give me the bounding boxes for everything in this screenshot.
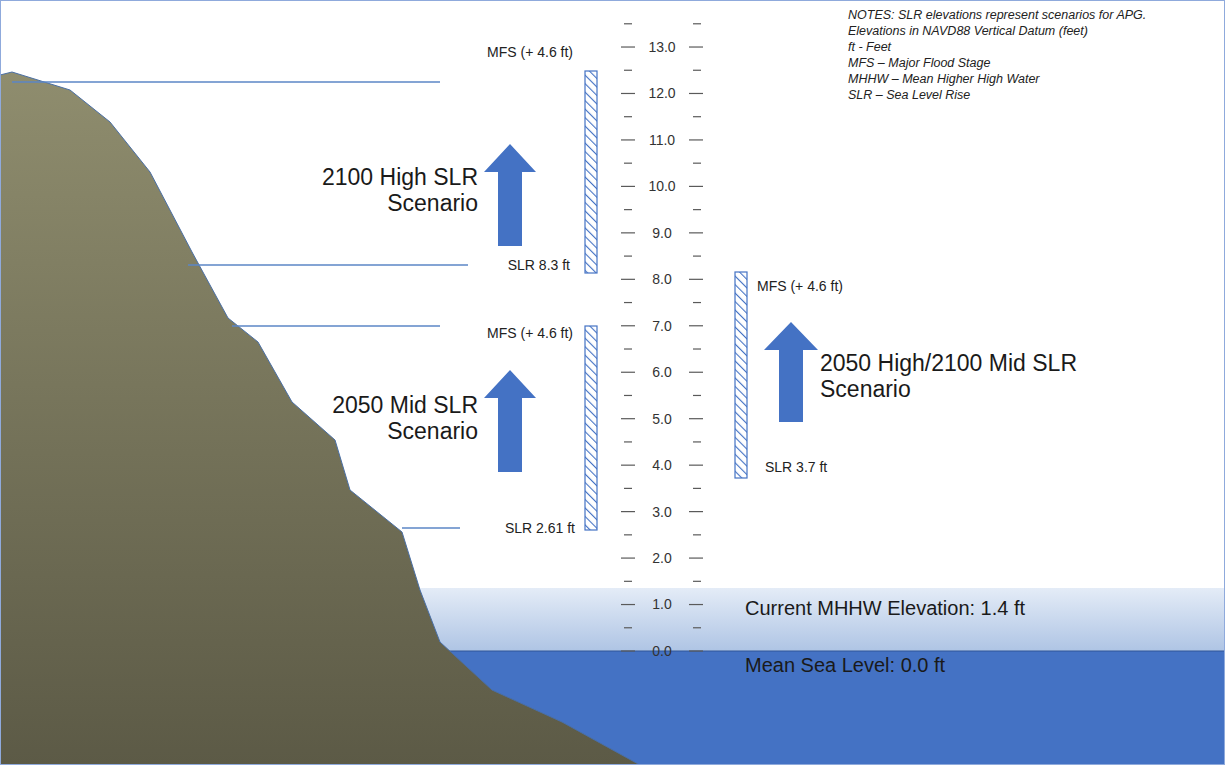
tick-mark <box>693 441 701 442</box>
note-text: Elevations in NAVD88 Vertical Datum (fee… <box>848 24 1088 38</box>
tick-mark <box>624 209 632 210</box>
scale-value: 9.0 <box>652 225 671 241</box>
scale-value: 7.0 <box>652 318 671 334</box>
scale-value: 10.0 <box>648 178 675 194</box>
tick-mark <box>689 279 703 280</box>
block-arrow <box>764 322 818 422</box>
tick-mark <box>693 302 701 303</box>
tick-mark <box>693 581 701 582</box>
tick-mark <box>624 488 632 489</box>
tick-mark <box>621 232 635 233</box>
tick-mark <box>693 163 701 164</box>
tick-mark <box>624 116 632 117</box>
tick-mark <box>693 348 701 349</box>
level-label: SLR 2.61 ft <box>505 520 575 536</box>
note-text: MHHW – Mean Higher High Water <box>848 72 1040 86</box>
scenario-label: 2050 Mid SLR Scenario <box>313 392 478 445</box>
scale-value: 2.0 <box>652 550 671 566</box>
tick-mark <box>621 604 635 605</box>
tick-mark <box>621 557 635 558</box>
tick-mark <box>624 348 632 349</box>
tick-mark <box>621 465 635 466</box>
tick-mark <box>624 441 632 442</box>
tick-mark <box>624 395 632 396</box>
tick-mark <box>689 46 703 47</box>
tick-mark <box>621 650 635 651</box>
tick-mark <box>693 209 701 210</box>
slr-bar <box>585 71 597 273</box>
tick-mark <box>624 581 632 582</box>
tick-mark <box>621 93 635 94</box>
scenario-label: 2050 High/2100 Mid SLR Scenario <box>820 350 1080 403</box>
datum-label: Current MHHW Elevation: 1.4 ft <box>745 597 1025 620</box>
tick-mark <box>621 511 635 512</box>
tick-mark <box>624 302 632 303</box>
tick-mark <box>689 186 703 187</box>
tick-mark <box>624 627 632 628</box>
terrain <box>0 72 640 765</box>
tick-mark <box>689 372 703 373</box>
scale-value: 5.0 <box>652 411 671 427</box>
scale-value: 3.0 <box>652 504 671 520</box>
tick-mark <box>621 279 635 280</box>
tick-mark <box>689 650 703 651</box>
tick-mark <box>693 255 701 256</box>
note-text: ft - Feet <box>848 40 891 54</box>
tick-mark <box>689 139 703 140</box>
tick-mark <box>621 139 635 140</box>
tick-mark <box>693 23 701 24</box>
tick-mark <box>621 325 635 326</box>
level-label: SLR 8.3 ft <box>508 257 570 273</box>
tick-mark <box>693 488 701 489</box>
level-lines <box>12 82 468 528</box>
tick-mark <box>624 23 632 24</box>
block-arrow <box>484 370 536 472</box>
block-arrow <box>484 144 536 246</box>
level-label: MFS (+ 4.6 ft) <box>487 44 573 60</box>
scale-ticks <box>621 24 703 651</box>
tick-mark <box>689 232 703 233</box>
tick-mark <box>693 534 701 535</box>
tick-mark <box>624 163 632 164</box>
level-label: MFS (+ 4.6 ft) <box>757 278 843 294</box>
slr-bar <box>585 326 597 530</box>
tick-mark <box>689 511 703 512</box>
scale-value: 6.0 <box>652 364 671 380</box>
tick-mark <box>693 116 701 117</box>
slr-bar <box>735 272 747 478</box>
level-label: SLR 3.7 ft <box>765 459 827 475</box>
scale-value: 12.0 <box>648 85 675 101</box>
note-text: MFS – Major Flood Stage <box>848 56 990 70</box>
tick-mark <box>624 255 632 256</box>
tick-mark <box>693 627 701 628</box>
tick-mark <box>689 325 703 326</box>
tick-mark <box>621 186 635 187</box>
tick-mark <box>689 93 703 94</box>
scale-value: 13.0 <box>648 39 675 55</box>
scale-value: 11.0 <box>649 132 675 148</box>
tick-mark <box>621 46 635 47</box>
tick-mark <box>693 395 701 396</box>
tick-mark <box>621 372 635 373</box>
tick-mark <box>689 604 703 605</box>
tick-mark <box>689 557 703 558</box>
tick-mark <box>689 418 703 419</box>
scale-value: 1.0 <box>652 596 671 612</box>
scale-value: 8.0 <box>652 271 671 287</box>
tick-mark <box>693 70 701 71</box>
note-text: SLR – Sea Level Rise <box>848 88 970 102</box>
tick-mark <box>624 534 632 535</box>
tick-mark <box>624 70 632 71</box>
scenario-label: 2100 High SLR Scenario <box>313 164 478 217</box>
note-text: NOTES: SLR elevations represent scenario… <box>848 8 1146 22</box>
scale-value: 4.0 <box>652 457 671 473</box>
scale-value: 0.0 <box>652 643 671 659</box>
level-label: MFS (+ 4.6 ft) <box>487 325 573 341</box>
datum-label: Mean Sea Level: 0.0 ft <box>745 654 945 677</box>
tick-mark <box>621 418 635 419</box>
tick-mark <box>689 465 703 466</box>
